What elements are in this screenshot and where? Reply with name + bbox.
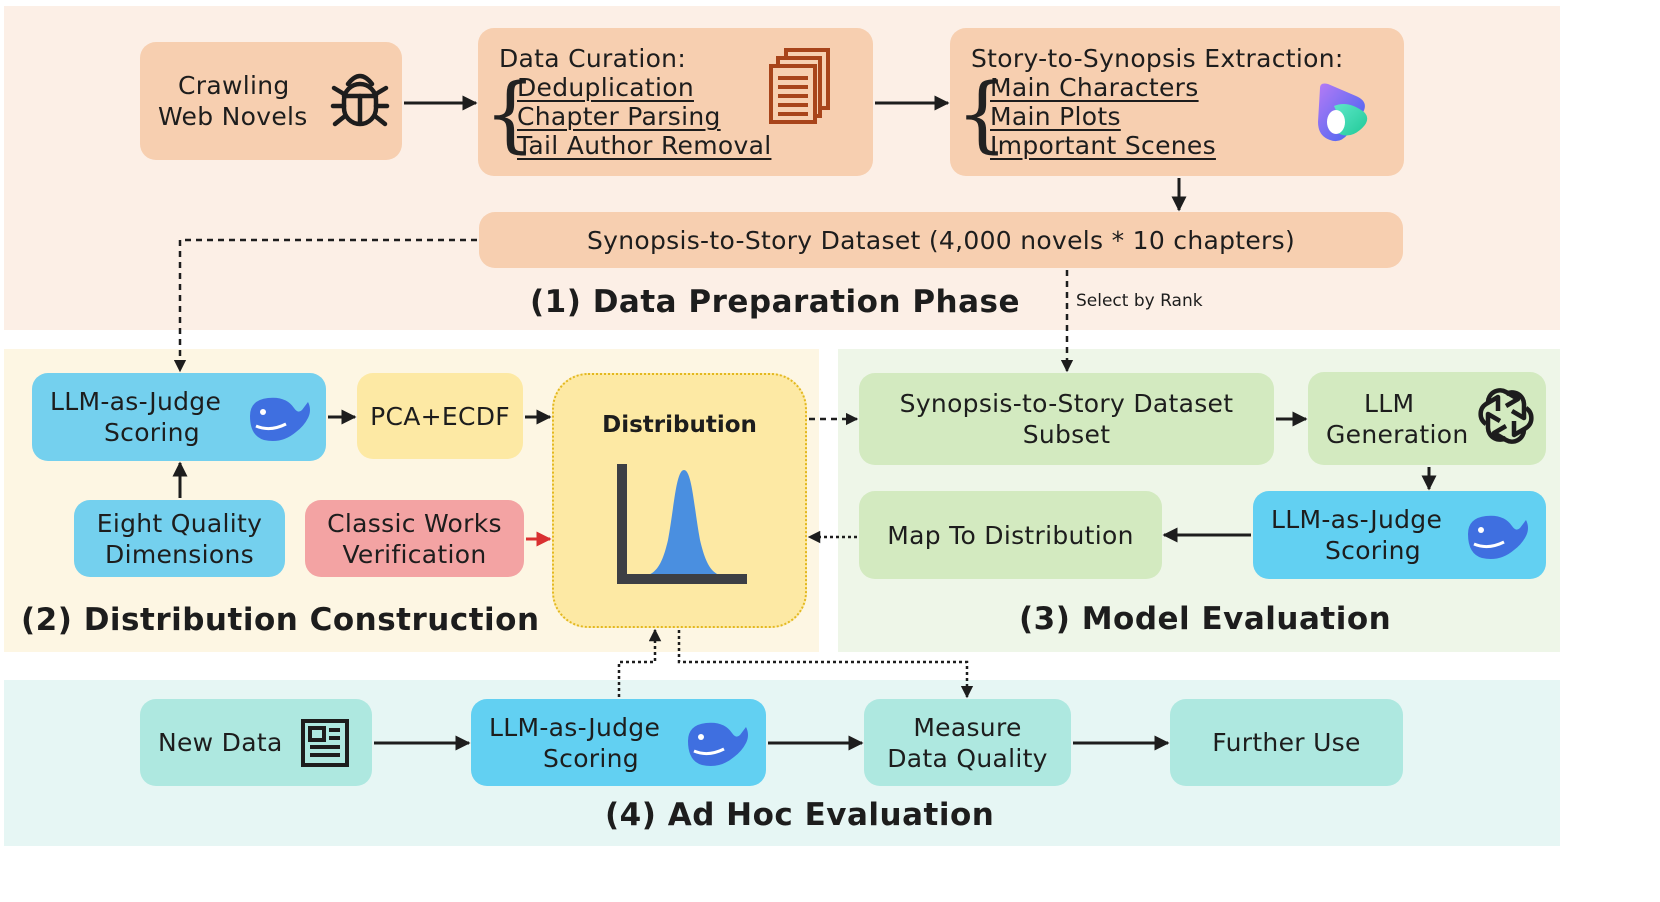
measure-quality-box: Measure Data Quality: [864, 699, 1071, 786]
curation-item-deduplication: Deduplication: [517, 73, 694, 102]
llm-gen-line1: LLM: [1364, 388, 1415, 418]
pca-ecdf-label: PCA+ECDF: [370, 401, 510, 431]
crawling-line1: Crawling: [178, 71, 290, 100]
extraction-item-main-characters: Main Characters: [990, 73, 1199, 102]
judge3-line2: Scoring: [1325, 536, 1421, 565]
documents-icon: [769, 48, 830, 124]
judge4-line2: Scoring: [543, 743, 639, 773]
whale-icon: [250, 397, 310, 441]
judge4-line1: LLM-as-Judge: [489, 712, 661, 742]
phase2-title: (2) Distribution Construction: [21, 602, 540, 638]
curation-brace: {: [484, 67, 537, 162]
bug-icon: [330, 73, 390, 127]
newspaper-icon: [301, 719, 349, 767]
extraction-item-main-plots: Main Plots: [990, 102, 1121, 131]
further-use-box: Further Use: [1170, 699, 1403, 786]
map-distribution-box: Map To Distribution: [859, 491, 1162, 579]
distribution-title: Distribution: [602, 412, 757, 438]
classic-works-box: Classic Works Verification: [305, 500, 524, 577]
llm-generation-box: LLM Generation: [1308, 372, 1546, 465]
new-data-label: New Data: [158, 728, 283, 757]
data-curation-title: Data Curation:: [499, 44, 687, 73]
extraction-brace: {: [956, 67, 1009, 162]
curation-item-chapter-parsing: Chapter Parsing: [517, 102, 721, 131]
dataset-box: Synopsis-to-Story Dataset (4,000 novels …: [479, 212, 1403, 268]
phase4-title: (4) Ad Hoc Evaluation: [605, 797, 995, 833]
select-by-rank-label: Select by Rank: [1076, 291, 1203, 311]
new-data-box: New Data: [140, 699, 372, 786]
whale-icon: [688, 722, 748, 766]
curation-item-tail-author-removal: Tail Author Removal: [517, 131, 772, 160]
extraction-title: Story-to-Synopsis Extraction:: [971, 44, 1344, 73]
judge3-line1: LLM-as-Judge: [1271, 505, 1443, 534]
dimensions-line1: Eight Quality: [96, 508, 263, 538]
quality-dimensions-box: Eight Quality Dimensions: [74, 500, 285, 577]
dimensions-line2: Dimensions: [105, 539, 254, 569]
measure-line1: Measure: [913, 712, 1022, 742]
map-label: Map To Distribution: [887, 520, 1134, 550]
judge-line1: LLM-as-Judge: [50, 387, 222, 416]
subset-line1: Synopsis-to-Story Dataset: [899, 389, 1234, 418]
phase3-title: (3) Model Evaluation: [1019, 601, 1392, 637]
openai-icon: [1478, 388, 1534, 444]
extraction-item-important-scenes: Important Scenes: [990, 131, 1216, 160]
subset-line2: Subset: [1022, 420, 1111, 449]
dataset-label: Synopsis-to-Story Dataset (4,000 novels …: [586, 225, 1296, 255]
pca-ecdf-box: PCA+ECDF: [357, 373, 523, 459]
further-use-label: Further Use: [1212, 728, 1361, 757]
llm-gen-line2: Generation: [1326, 419, 1469, 449]
classic-line2: Verification: [342, 539, 487, 569]
ai-logo-icon: [1318, 83, 1368, 142]
phase1-title: (1) Data Preparation Phase: [530, 284, 1021, 320]
crawling-line2: Web Novels: [158, 102, 308, 131]
measure-line2: Data Quality: [887, 743, 1048, 773]
classic-line1: Classic Works: [327, 508, 502, 538]
distribution-chart-icon: [617, 464, 747, 584]
whale-icon: [1468, 515, 1528, 559]
judge-line2: Scoring: [104, 418, 200, 447]
dataset-subset-box: Synopsis-to-Story Dataset Subset: [859, 373, 1274, 465]
